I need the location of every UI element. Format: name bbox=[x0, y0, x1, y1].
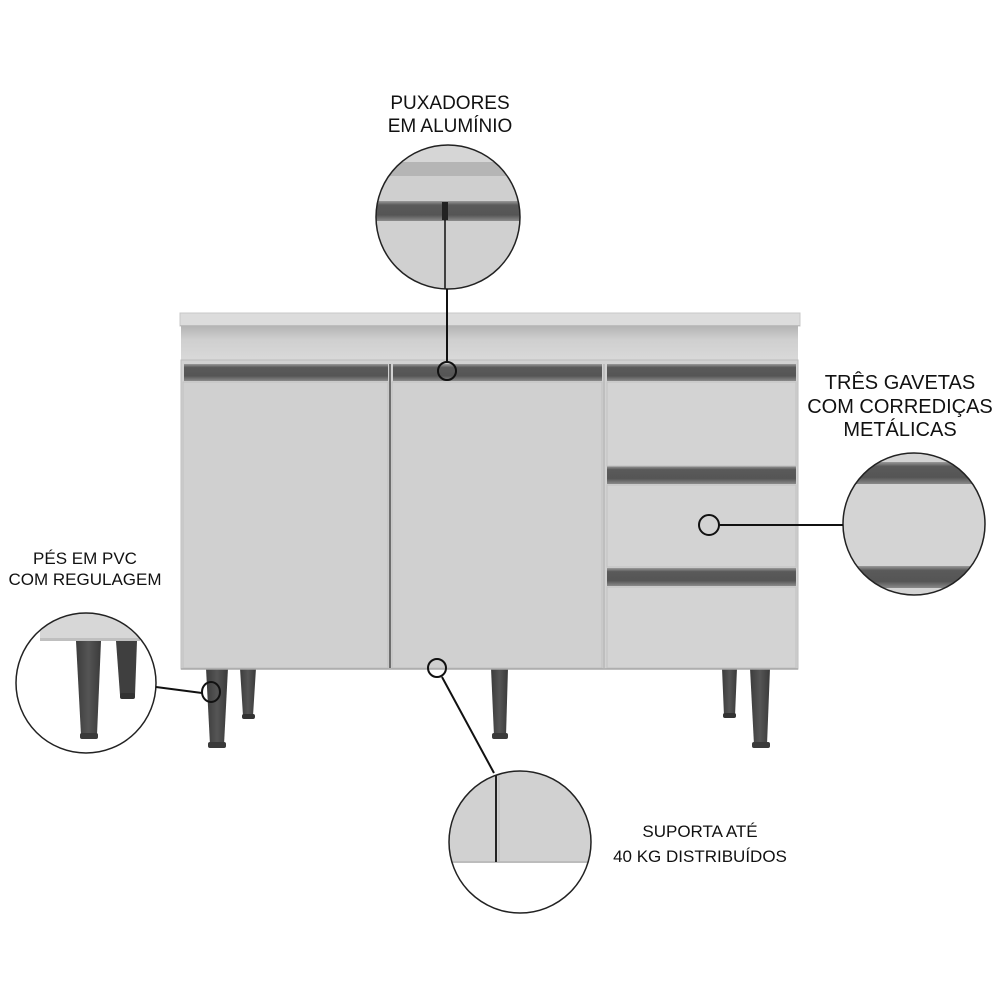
callout-marker-load bbox=[427, 658, 447, 678]
callout-handles bbox=[375, 144, 521, 381]
door-left bbox=[182, 381, 389, 669]
handle-door-right bbox=[393, 364, 602, 381]
zoom-circle-feet bbox=[15, 612, 157, 754]
callout-marker-handles bbox=[437, 361, 457, 381]
callout-drawers bbox=[698, 452, 986, 596]
cabinet-apron bbox=[181, 326, 798, 360]
cabinet-legs bbox=[206, 668, 770, 748]
cabinet-top bbox=[179, 312, 801, 327]
drawer-3 bbox=[606, 586, 797, 669]
label-load: SUPORTA ATÉ 40 KG DISTRIBUÍDOS bbox=[613, 822, 787, 866]
label-drawers: TRÊS GAVETAS COM CORREDIÇAS METÁLICAS bbox=[807, 372, 993, 442]
label-feet: PÉS EM PVC COM REGULAGEM bbox=[8, 549, 162, 589]
cabinet-body bbox=[179, 312, 801, 670]
leg-middle bbox=[491, 668, 508, 736]
leg-front-right bbox=[750, 668, 770, 745]
leg-back-left bbox=[240, 668, 256, 716]
handle-drawer-3 bbox=[607, 568, 796, 586]
drawer-1 bbox=[606, 381, 797, 467]
handle-door-left bbox=[184, 364, 388, 381]
callout-marker-feet bbox=[201, 681, 221, 703]
leg-front-left bbox=[206, 668, 228, 745]
handle-drawer-2 bbox=[607, 466, 796, 484]
leg-back-right bbox=[722, 668, 737, 716]
zoom-circle-load bbox=[448, 770, 592, 914]
door-right bbox=[391, 381, 603, 669]
callout-marker-drawers bbox=[698, 514, 720, 536]
handle-drawer-1 bbox=[607, 364, 796, 381]
label-handles: PUXADORES EM ALUMÍNIO bbox=[387, 93, 513, 138]
callout-load bbox=[427, 658, 592, 914]
